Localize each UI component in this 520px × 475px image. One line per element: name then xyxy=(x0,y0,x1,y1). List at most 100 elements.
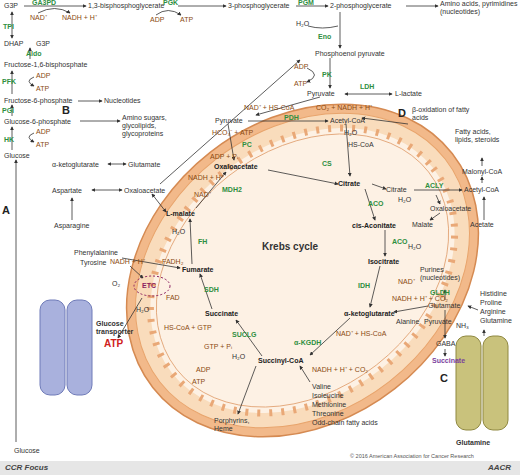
metabolite-label: Succinate xyxy=(205,310,238,318)
metabolite-label: AACR xyxy=(488,463,511,472)
enzyme-label: ACO xyxy=(392,238,408,246)
metabolite-label: Glucose-6-phosphate xyxy=(4,118,71,126)
metabolite-label: Nucleotides xyxy=(104,97,141,105)
metabolite-label: H₂O xyxy=(344,129,357,137)
cofactor-label: NADH + H⁺ xyxy=(62,14,97,22)
metabolite-label: Acetate xyxy=(470,221,494,229)
metabolite-label: Histidine xyxy=(480,290,507,298)
metabolite-label: Pyruvate xyxy=(307,90,335,98)
footer-bar xyxy=(0,461,520,475)
metabolite-label: Oxaloacetate xyxy=(124,187,165,195)
enzyme-label: GA3PD xyxy=(32,0,56,7)
arrow xyxy=(468,306,478,310)
metabolite-label: Valine xyxy=(312,383,331,391)
enzyme-label: FH xyxy=(198,238,207,246)
outer-membrane xyxy=(60,35,520,475)
metabolite-label: 3-phosphoglycerate xyxy=(228,2,290,10)
metabolite-label: Succinate xyxy=(432,357,465,365)
transporter-half xyxy=(456,336,481,430)
inner-membrane xyxy=(103,77,503,463)
cofactor-label: NADH + H⁺ xyxy=(188,174,223,182)
metabolite-label: GABA xyxy=(436,340,455,348)
arrow xyxy=(345,94,392,95)
arrow xyxy=(482,177,483,183)
cofactor-label: ADP xyxy=(196,366,210,374)
metabolite-label: L-malate xyxy=(166,210,195,218)
cofactor-label: NAD⁺ xyxy=(30,14,47,22)
enzyme-label: SDH xyxy=(204,286,219,294)
metabolite-label: Acetyl-CoA xyxy=(330,117,365,125)
metabolite-label: Porphyrins, Heme xyxy=(214,417,259,433)
metabolite-label: α-ketoglutarate xyxy=(344,310,395,318)
metabolite-label: NH₃ xyxy=(456,322,469,330)
arrow xyxy=(156,11,181,16)
arrow xyxy=(78,101,102,102)
metabolite-label: 1,3-bisphosphoglycerate xyxy=(88,2,164,10)
arrow xyxy=(29,77,34,86)
metabolite-label: Tyrosine xyxy=(80,259,106,267)
metabolite-label: H₂O xyxy=(136,306,149,314)
cofactor-label: ADP xyxy=(294,63,308,71)
node-shape: ETC xyxy=(134,276,170,296)
cristae xyxy=(94,69,511,472)
cofactor-label: ATP xyxy=(36,141,49,149)
metabolite-label: Pyruvate xyxy=(424,318,452,326)
metabolite-label: H₂O xyxy=(172,228,185,236)
metabolite-label: α-ketoglutarate xyxy=(52,161,99,169)
metabolite-label: Isocitrate xyxy=(368,258,399,266)
metabolite-label: CCR Focus xyxy=(5,463,48,472)
metabolite-label: O₂ xyxy=(112,280,120,288)
metabolite-label: Malate xyxy=(412,221,433,229)
cofactor-label: NADH + H⁺ xyxy=(110,258,145,266)
enzyme-label: GLDH xyxy=(430,289,450,297)
cofactor-label: NAD⁺ + HS-CoA xyxy=(336,330,386,338)
node-label: Glucose transporter xyxy=(96,320,146,336)
cofactor-label: ADP xyxy=(36,72,50,80)
metabolite-label: Citrate xyxy=(386,186,407,194)
cofactor-label: NAD⁺ + HS-CoA xyxy=(244,104,294,112)
enzyme-label: PDH xyxy=(284,114,299,122)
metabolite-label: Glucose xyxy=(14,447,40,455)
arrow xyxy=(308,26,338,28)
enzyme-label: IDH xyxy=(358,282,370,290)
cofactor-label: FAD xyxy=(166,294,180,302)
metabolite-label: Alanine xyxy=(396,318,419,326)
metabolite-label: cis-Aconitate xyxy=(352,222,396,230)
cofactor-label: ADP + Pᵢ xyxy=(210,153,238,161)
enzyme-label: PGI xyxy=(2,107,14,115)
metabolite-label: Glutamate xyxy=(128,161,160,169)
metabolite-label: H₂O xyxy=(232,353,245,361)
metabolite-label: ATP xyxy=(104,338,123,350)
metabolite-label: Aspartate xyxy=(52,187,82,195)
metabolite-label: 2-phosphoglycerate xyxy=(330,2,392,10)
cofactor-label: ADP xyxy=(150,16,164,24)
metabolite-label: Arginine xyxy=(480,308,506,316)
enzyme-label: MDH2 xyxy=(222,186,242,194)
arrow xyxy=(307,68,315,82)
panel-letter: A xyxy=(2,204,10,217)
enzyme-label: PGM xyxy=(298,0,314,7)
metabolite-label: G3P xyxy=(36,40,50,48)
arrow xyxy=(29,133,34,142)
arrow xyxy=(80,121,120,122)
metabolite-label: Asparagine xyxy=(54,222,89,230)
arrow xyxy=(340,12,341,48)
metabolite-label: © 2016 American Association for Cancer R… xyxy=(350,453,474,459)
arrow xyxy=(108,164,126,165)
cofactor-label: ATP xyxy=(36,85,49,93)
cofactor-label: NADH + H⁺ + CO₂ xyxy=(312,366,368,374)
metabolite-label: H₂O xyxy=(398,196,411,204)
metabolite-label: HS-CoA xyxy=(348,141,374,149)
node-label: ETC xyxy=(142,282,156,290)
transporter-half xyxy=(483,336,508,430)
metabolite-label: β-oxidation of fatty acids xyxy=(412,106,482,122)
metabolite-label: Isoleucine xyxy=(312,392,344,400)
arrow xyxy=(16,160,17,442)
panel-letter: D xyxy=(398,107,406,120)
metabolite-label: Glucose xyxy=(4,152,30,160)
node-outline xyxy=(40,300,92,395)
metabolite-label: Proline xyxy=(480,299,502,307)
arrow xyxy=(38,9,70,14)
enzyme-label: PC xyxy=(242,141,252,149)
